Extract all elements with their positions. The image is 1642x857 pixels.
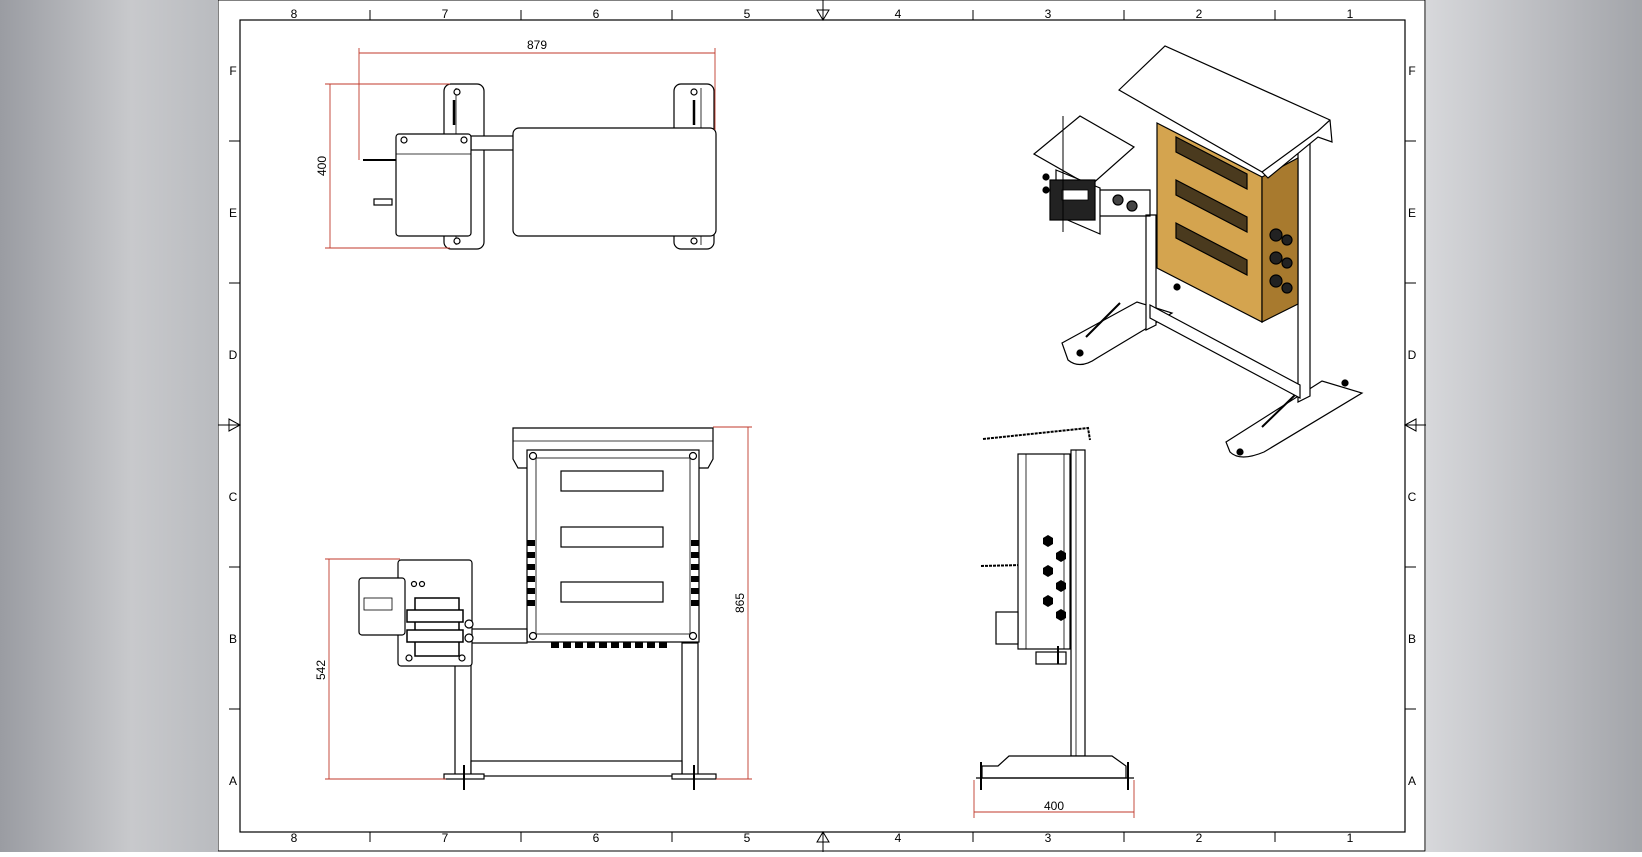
zone-number-bottom: 1 bbox=[1347, 831, 1354, 845]
front-view bbox=[358, 427, 717, 790]
side-view-post bbox=[1070, 449, 1086, 757]
zone-number-bottom: 5 bbox=[744, 831, 751, 845]
dim-top-width: 879 bbox=[527, 38, 547, 52]
zone-number-bottom: 2 bbox=[1196, 831, 1203, 845]
side-view-dimensions bbox=[973, 780, 1135, 818]
isometric-view bbox=[1032, 45, 1364, 458]
dim-front-height: 865 bbox=[733, 593, 747, 613]
iso-right-foot bbox=[1225, 380, 1364, 458]
iso-base-bar bbox=[1149, 304, 1301, 399]
iso-window bbox=[1175, 179, 1248, 233]
drawing-sheet: 8 7 6 5 4 3 2 1 8 7 6 5 4 3 2 1 F E D C … bbox=[217, 0, 1426, 852]
iso-right-post bbox=[1297, 139, 1311, 403]
iso-window bbox=[1175, 136, 1248, 190]
zone-letter-left: C bbox=[229, 490, 238, 504]
top-view bbox=[363, 83, 717, 250]
zone-number-top: 1 bbox=[1347, 7, 1354, 21]
dim-top-depth: 400 bbox=[315, 156, 329, 176]
zone-letter-right: B bbox=[1408, 632, 1416, 646]
zone-letter-left: D bbox=[229, 348, 238, 362]
zone-letter-right: D bbox=[1408, 348, 1417, 362]
zone-number-bottom: 8 bbox=[291, 831, 298, 845]
side-view-roof-edge bbox=[982, 426, 1091, 441]
side-view bbox=[976, 426, 1134, 790]
front-view-dimensions bbox=[325, 426, 752, 780]
zone-number-top: 6 bbox=[593, 7, 600, 21]
dim-side-base-width: 400 bbox=[1044, 799, 1064, 813]
zone-letter-left: B bbox=[229, 632, 237, 646]
zone-number-bottom: 7 bbox=[442, 831, 449, 845]
top-view-crossbar bbox=[470, 135, 517, 151]
front-view-right-leg bbox=[681, 642, 699, 777]
front-view-window bbox=[560, 581, 664, 603]
top-view-roof bbox=[512, 127, 717, 237]
iso-cabinet-roof bbox=[1118, 45, 1333, 179]
top-view-dimensions bbox=[325, 48, 716, 249]
zone-number-top: 8 bbox=[291, 7, 298, 21]
zone-number-top: 4 bbox=[895, 7, 902, 21]
zone-number-bottom: 6 bbox=[593, 831, 600, 845]
zone-number-top: 5 bbox=[744, 7, 751, 21]
zone-ticks bbox=[218, 0, 1426, 852]
iso-left-post bbox=[1145, 214, 1157, 331]
zone-letter-right: F bbox=[1408, 64, 1415, 78]
front-view-window bbox=[560, 526, 664, 548]
centering-marks bbox=[228, 9, 1417, 843]
zone-letter-left: E bbox=[229, 206, 237, 220]
zone-number-bottom: 3 bbox=[1045, 831, 1052, 845]
zone-letter-right: E bbox=[1408, 206, 1416, 220]
zone-labels: 8 7 6 5 4 3 2 1 8 7 6 5 4 3 2 1 F E D C … bbox=[229, 7, 1417, 845]
zone-letter-left: A bbox=[229, 774, 237, 788]
zone-letter-left: F bbox=[229, 64, 236, 78]
zone-number-bottom: 4 bbox=[895, 831, 902, 845]
zone-number-top: 7 bbox=[442, 7, 449, 21]
iso-secondary-roof bbox=[1032, 115, 1136, 187]
zone-letter-right: C bbox=[1408, 490, 1417, 504]
zone-number-top: 3 bbox=[1045, 7, 1052, 21]
iso-window bbox=[1175, 222, 1248, 276]
technical-drawing: 8 7 6 5 4 3 2 1 8 7 6 5 4 3 2 1 F E D C … bbox=[217, 0, 1426, 852]
zone-number-top: 2 bbox=[1196, 7, 1203, 21]
front-view-window bbox=[560, 470, 664, 492]
zone-letter-right: A bbox=[1408, 774, 1416, 788]
top-view-secondary-box bbox=[395, 133, 472, 237]
dim-front-side-height: 542 bbox=[314, 660, 328, 680]
front-view-base-bar bbox=[470, 760, 683, 777]
viewer-background-right bbox=[1426, 0, 1642, 852]
